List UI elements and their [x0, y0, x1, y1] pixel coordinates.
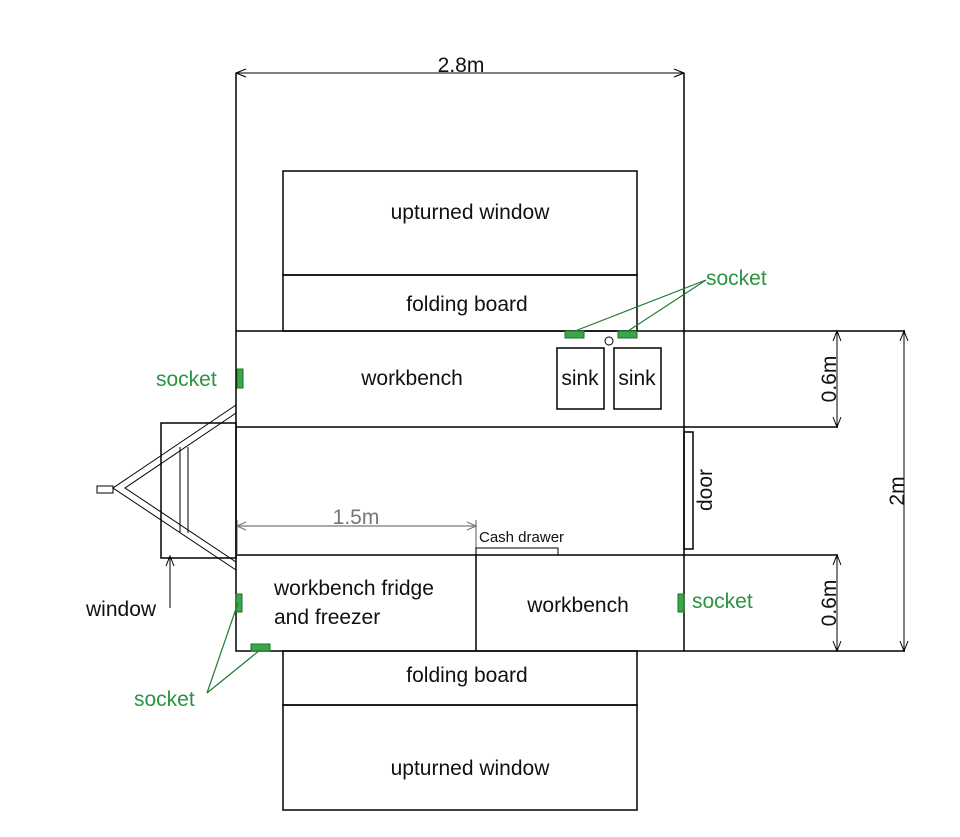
fridge-label-line1: workbench fridge [273, 577, 434, 600]
sink-1-label: sink [561, 367, 599, 390]
dimension-section-label: 1.5m [333, 506, 380, 529]
socket-pointer-bottom-2 [206, 649, 261, 694]
dimension-depth-upper: 0.6m [818, 329, 842, 429]
socket-left-upper-label: socket [156, 368, 217, 391]
dimension-section-left: 1.5m [235, 506, 478, 555]
dimension-depth-lower-label: 0.6m [818, 580, 841, 627]
socket-marker-bottom-left-2 [250, 643, 271, 652]
dimension-total-right: 2m [886, 329, 909, 653]
cash-drawer-label: Cash drawer [479, 529, 564, 546]
dimension-depth-upper-label: 0.6m [818, 356, 841, 403]
cash-drawer [475, 547, 559, 555]
socket-bottom-left-label: socket [134, 688, 195, 711]
socket-pointer-top-1 [574, 279, 707, 332]
upturned-window-top-label: upturned window [391, 201, 551, 224]
sink-2 [613, 347, 662, 410]
tow-hitch [96, 404, 237, 571]
socket-marker-top-2 [617, 330, 638, 339]
dimension-width-label: 2.8m [438, 54, 485, 77]
dimension-total-right-label: 2m [886, 476, 909, 505]
socket-pointer-top-2 [627, 279, 707, 332]
socket-marker-left-upper [236, 368, 244, 389]
upturned-window-bottom [282, 704, 638, 811]
upturned-window-bottom-label: upturned window [391, 757, 551, 780]
workbench-top-label: workbench [360, 367, 463, 390]
socket-marker-top-1 [564, 330, 585, 339]
folding-board-top-label: folding board [406, 293, 527, 316]
socket-right-lower-label: socket [692, 590, 753, 613]
sink-2-label: sink [618, 367, 656, 390]
folding-board-bottom-label: folding board [406, 664, 527, 687]
socket-marker-bottom-left-1 [235, 593, 243, 613]
window-pointer-arrow [165, 554, 175, 567]
dimension-depth-lower: 0.6m [818, 553, 842, 653]
socket-marker-right-lower [677, 593, 685, 613]
socket-top-right-label: socket [706, 267, 767, 290]
fridge-label-line2: and freezer [274, 606, 380, 629]
door-marker [683, 431, 694, 550]
door-label: door [694, 469, 717, 511]
workbench-bottom-label: workbench [526, 594, 629, 617]
socket-pointer-bottom-1 [206, 602, 239, 694]
tap-icon [604, 336, 614, 346]
dimension-width-top: 2.8m [234, 54, 686, 78]
sink-1 [556, 347, 605, 410]
window-label: window [85, 598, 157, 621]
